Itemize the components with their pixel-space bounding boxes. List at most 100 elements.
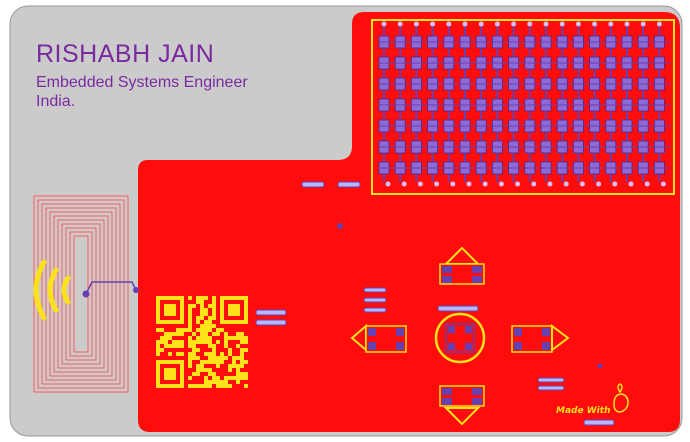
qr-module <box>212 312 216 316</box>
dpad-up-button <box>439 246 485 285</box>
qr-module <box>204 380 208 384</box>
qr-module <box>212 372 216 376</box>
qr-module <box>200 384 204 388</box>
qr-module <box>172 332 176 336</box>
qr-module <box>176 344 180 348</box>
via <box>417 181 423 187</box>
qr-module <box>224 380 228 384</box>
qr-module <box>172 340 176 344</box>
qr-module <box>220 360 224 364</box>
qr-module <box>212 352 216 356</box>
qr-module <box>204 376 208 380</box>
qr-module <box>240 348 244 352</box>
qr-module <box>156 348 160 352</box>
qr-module <box>192 384 196 388</box>
qr-module <box>188 356 192 360</box>
coil-turn <box>57 219 105 369</box>
via <box>498 181 504 187</box>
qr-module <box>232 336 236 340</box>
qr-module <box>200 300 204 304</box>
via <box>482 181 488 187</box>
led-matrix-frame <box>371 19 675 195</box>
qr-module <box>204 308 208 312</box>
qr-module <box>240 360 244 364</box>
qr-module <box>200 296 204 300</box>
qr-module <box>208 328 212 332</box>
via <box>446 21 452 27</box>
qr-module <box>212 296 216 300</box>
via <box>597 363 603 369</box>
via <box>656 21 662 27</box>
qr-module <box>188 324 192 328</box>
via <box>527 21 533 27</box>
qr-module <box>156 344 160 348</box>
qr-module <box>164 336 168 340</box>
qr-module <box>220 328 224 332</box>
qr-module <box>212 308 216 312</box>
heart-hand-icon <box>613 383 629 413</box>
via <box>515 181 521 187</box>
qr-module <box>168 332 172 336</box>
qr-module <box>196 320 200 324</box>
qr-module <box>188 344 192 348</box>
qr-finder-center <box>228 304 240 316</box>
qr-module <box>188 352 192 356</box>
qr-module <box>240 364 244 368</box>
qr-module <box>188 340 192 344</box>
qr-module <box>200 360 204 364</box>
qr-module <box>188 384 192 388</box>
qr-module <box>184 328 188 332</box>
qr-module <box>228 376 232 380</box>
qr-module <box>208 356 212 360</box>
qr-module <box>204 384 208 388</box>
qr-module <box>176 352 180 356</box>
qr-module <box>192 348 196 352</box>
via <box>531 181 537 187</box>
qr-module <box>212 332 216 336</box>
qr-module <box>200 328 204 332</box>
antenna-trace <box>85 281 137 295</box>
coil-turn <box>41 203 121 385</box>
via <box>381 21 387 27</box>
qr-module <box>240 372 244 376</box>
qr-module <box>196 300 200 304</box>
qr-module <box>240 352 244 356</box>
coil-turn <box>69 231 93 357</box>
qr-module <box>156 340 160 344</box>
qr-module <box>232 376 236 380</box>
via <box>624 21 630 27</box>
qr-module <box>208 352 212 356</box>
via <box>430 21 436 27</box>
qr-module <box>160 348 164 352</box>
qr-module <box>224 344 228 348</box>
qr-module <box>212 380 216 384</box>
qr-module <box>244 372 248 376</box>
via <box>563 181 569 187</box>
qr-module <box>212 344 216 348</box>
card-name: RISHABH JAIN <box>36 40 215 68</box>
qr-module <box>188 308 192 312</box>
qr-finder-center <box>164 368 176 380</box>
qr-module <box>164 344 168 348</box>
qr-module <box>212 348 216 352</box>
via <box>397 21 403 27</box>
qr-module <box>196 340 200 344</box>
qr-module <box>204 332 208 336</box>
qr-module <box>196 364 200 368</box>
qr-module <box>192 356 196 360</box>
qr-module <box>188 328 192 332</box>
qr-module <box>224 340 228 344</box>
qr-module <box>220 380 224 384</box>
qr-module <box>212 356 216 360</box>
qr-module <box>220 356 224 360</box>
card-location: India. <box>36 93 76 110</box>
qr-module <box>200 332 204 336</box>
qr-module <box>212 316 216 320</box>
qr-module <box>224 356 228 360</box>
qr-module <box>172 344 176 348</box>
qr-module <box>192 304 196 308</box>
qr-module <box>220 384 224 388</box>
qr-module <box>204 324 208 328</box>
qr-module <box>208 340 212 344</box>
